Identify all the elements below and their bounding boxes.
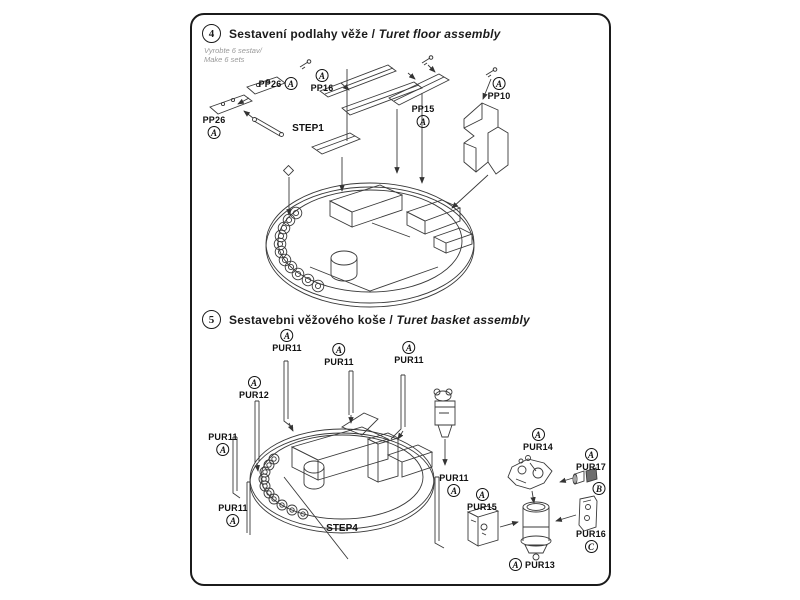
pp26-plates-art xyxy=(209,76,286,137)
circled-letter-icon: A xyxy=(416,115,430,128)
step1-plate-art xyxy=(311,132,362,155)
part-code: PP10 xyxy=(487,91,511,101)
part-label-pp10: A PP10 xyxy=(488,77,511,101)
instruction-sheet-page: 4 Sestavení podlahy věže / Turet floor a… xyxy=(190,13,611,586)
part-label-pur15: A PUR15 xyxy=(467,488,497,512)
circled-letter-icon: A xyxy=(402,341,416,354)
section4-header: 4 Sestavení podlahy věže / Turet floor a… xyxy=(202,24,501,43)
part-code: PUR11 xyxy=(324,357,354,367)
part-label-pur11-2: A PUR11 xyxy=(324,343,354,367)
part-code: PUR11 xyxy=(394,355,424,365)
pur16-plate-art xyxy=(555,495,598,532)
circled-letter-icon: A xyxy=(284,77,298,90)
section4-title-cs: Sestavení podlahy věže xyxy=(229,26,369,41)
pur14-part-art xyxy=(507,455,553,504)
step-text: STEP1 xyxy=(292,123,324,134)
section5-title-cs: Sestavebni věžového koše xyxy=(229,312,386,327)
part-code: PP16 xyxy=(310,83,334,93)
step1-label: STEP1 xyxy=(292,123,324,134)
section4-title: Sestavení podlahy věže / Turet floor ass… xyxy=(229,27,501,41)
part-label-pp26-top: PP26 A xyxy=(259,77,298,90)
part-code: PUR16 xyxy=(575,529,607,539)
part-code: PUR11 xyxy=(218,503,248,513)
section5-title: Sestavebni věžového koše / Turet basket … xyxy=(229,313,530,327)
pur15-box-art xyxy=(466,505,519,547)
section5-title-en: Turet basket assembly xyxy=(396,312,530,327)
part-code: PUR11 xyxy=(272,343,302,353)
part-code: PUR17 xyxy=(575,462,607,472)
pp15-plate-art xyxy=(388,64,450,106)
part-code: PP26 xyxy=(258,78,282,89)
part-code: PUR15 xyxy=(466,502,498,512)
circled-letter-icon: A xyxy=(475,488,489,501)
pur-strips-art xyxy=(232,360,445,549)
step-text: STEP4 xyxy=(326,523,358,534)
part-label-pp15: PP15 A xyxy=(412,104,435,128)
circled-letter-icon: B xyxy=(592,482,606,495)
circled-letter-icon: A xyxy=(280,329,294,342)
part-label-pur11-4: PUR11 A xyxy=(208,432,238,456)
basket-platform-art xyxy=(249,412,435,560)
circled-letter-icon: A xyxy=(332,343,346,356)
instruction-drawing xyxy=(209,55,598,561)
part-label-pur11-5: PUR11 A xyxy=(218,503,248,527)
circled-letter-icon: A xyxy=(226,514,240,527)
part-code: PUR13 xyxy=(524,559,556,570)
part-label-pur11-1: A PUR11 xyxy=(272,329,302,353)
circled-letter-icon: C xyxy=(584,540,598,553)
part-code: PUR11 xyxy=(439,473,469,483)
section4-title-sep: / xyxy=(368,26,379,41)
circled-letter-icon: A xyxy=(207,126,221,139)
material-letter-b: B xyxy=(592,482,606,495)
circled-letter-icon: A xyxy=(216,443,230,456)
part-label-pur13: A PUR13 xyxy=(508,558,556,571)
floor-leader-arrows xyxy=(282,69,492,216)
part-label-pur17: A PUR17 xyxy=(576,448,606,472)
part-code: PUR14 xyxy=(522,442,554,452)
section4-title-en: Turet floor assembly xyxy=(378,26,501,41)
circled-letter-icon: A xyxy=(247,376,261,389)
mg-device-art xyxy=(433,388,456,466)
part-label-pur11-6: PUR11 A xyxy=(439,473,469,497)
floor-assembly-art xyxy=(209,55,509,308)
circled-letter-icon: A xyxy=(531,428,545,441)
section5-header: 5 Sestavebni věžového koše / Turet baske… xyxy=(202,310,530,329)
part-label-pur16: PUR16 C xyxy=(576,529,606,553)
part-label-pur11-3: A PUR11 xyxy=(394,341,424,365)
part-code: PP15 xyxy=(411,104,435,114)
circled-letter-icon: A xyxy=(315,69,329,82)
section5-number-badge: 5 xyxy=(202,310,221,329)
pur13-cylinder-art xyxy=(520,501,552,561)
part-code: PUR12 xyxy=(238,390,270,400)
section4-number-badge: 4 xyxy=(202,24,221,43)
part-label-pp26-left: PP26 A xyxy=(203,115,226,139)
part-label-pur12: A PUR12 xyxy=(239,376,269,400)
part-code: PP26 xyxy=(202,115,226,125)
pp10-bracket-art xyxy=(463,102,509,175)
screw-icons xyxy=(299,55,498,78)
circled-letter-icon: A xyxy=(447,484,461,497)
part-label-pp16: A PP16 xyxy=(311,69,334,93)
make-sets-note-en: Make 6 sets xyxy=(204,55,245,64)
circled-letter-icon: A xyxy=(508,558,522,571)
circled-letter-icon: A xyxy=(584,448,598,461)
basket-ammo-shells-art xyxy=(258,453,309,520)
make-sets-note-cs: Vyrobte 6 sestav/ xyxy=(204,46,262,55)
turret-floor-platform-art xyxy=(265,182,475,308)
part-code: PUR11 xyxy=(208,432,238,442)
step4-label: STEP4 xyxy=(326,523,358,534)
basket-assembly-art xyxy=(232,360,598,561)
floor-ammo-shells-art xyxy=(273,206,325,293)
section5-title-sep: / xyxy=(385,312,397,327)
circled-letter-icon: A xyxy=(492,77,506,90)
part-label-pur14: A PUR14 xyxy=(523,428,553,452)
make-sets-note: Vyrobte 6 sestav/ Make 6 sets xyxy=(204,46,262,64)
pur17-part-art xyxy=(559,467,598,485)
